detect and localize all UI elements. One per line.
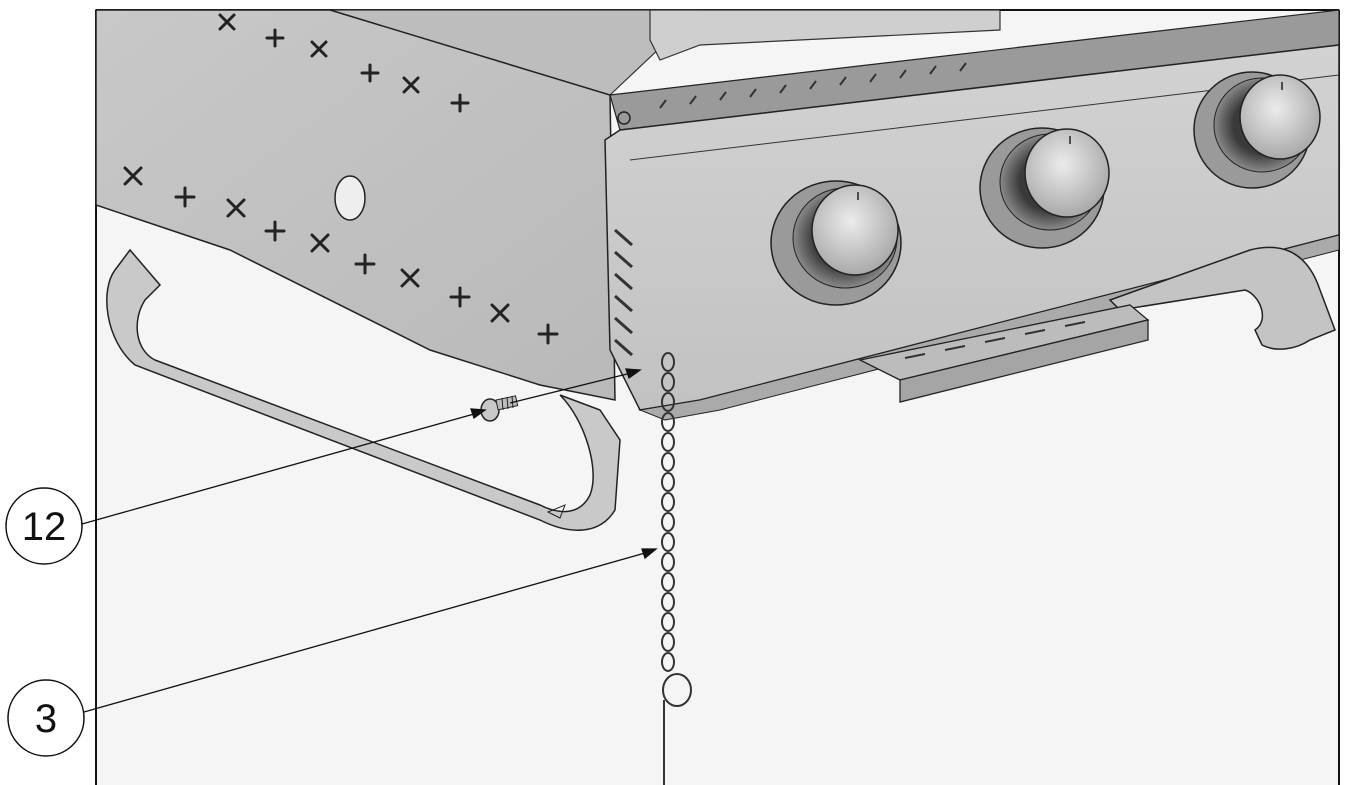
control-knob: [770, 180, 902, 306]
callout-3-label: 3: [35, 697, 57, 741]
chain-part: [661, 352, 692, 785]
drip-tray: [858, 304, 1150, 403]
control-knob: [1193, 71, 1321, 189]
callout-12-label: 12: [22, 505, 67, 549]
leader-line-12: [81, 368, 642, 525]
right-leg: [1108, 246, 1336, 350]
callout-12: 12: [5, 487, 83, 565]
screw-part: [480, 395, 519, 422]
callout-3: 3: [7, 679, 85, 757]
side-handle: [106, 248, 621, 531]
leader-line-3: [83, 548, 658, 713]
control-knob: [979, 127, 1110, 249]
